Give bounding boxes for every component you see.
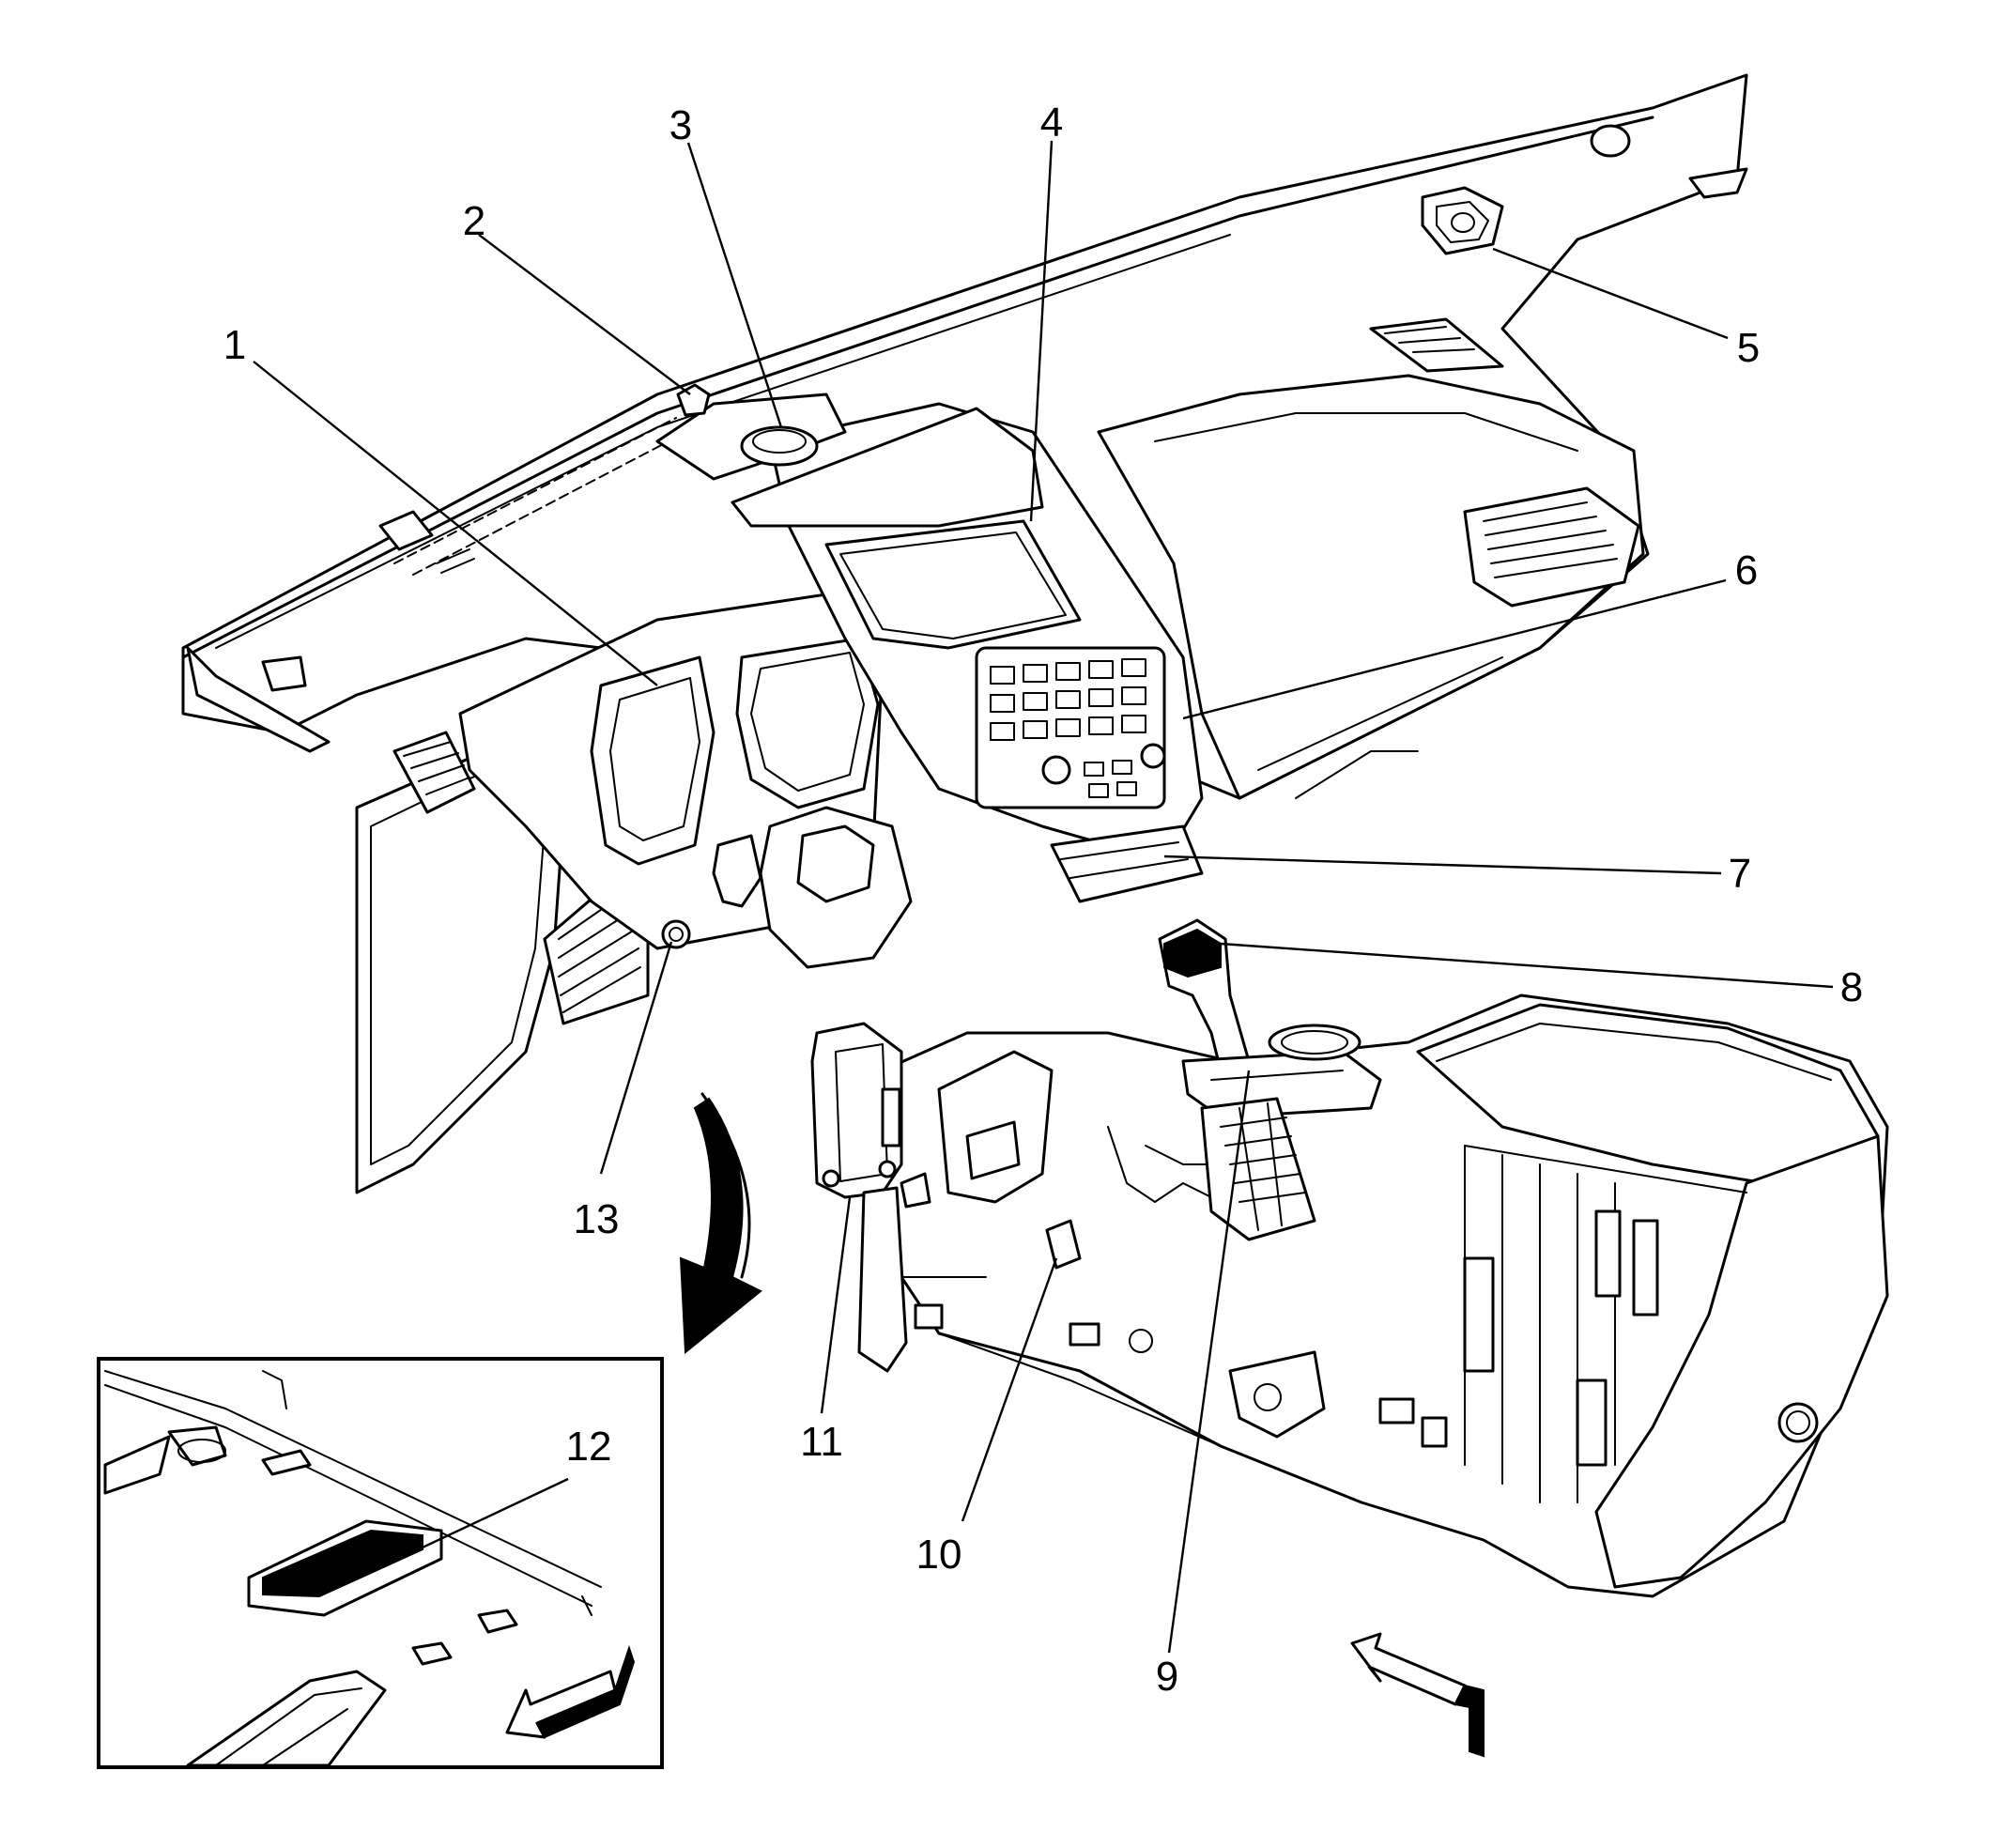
floor-console: [881, 918, 1889, 1598]
bracket: [810, 1022, 931, 1373]
callout-8: 8: [1840, 964, 1863, 1010]
leader-9: [1167, 1070, 1251, 1654]
detail-inset: [97, 1357, 664, 1769]
callouts: 1 2 3 4 5 6 7 8 9 10 11 12 13: [223, 100, 1863, 1700]
callout-13: 13: [574, 1196, 620, 1242]
callout-7: 7: [1729, 851, 1751, 897]
callout-5: 5: [1737, 325, 1760, 371]
callout-9: 9: [1156, 1654, 1178, 1700]
leader-2: [478, 234, 691, 395]
leader-7: [1163, 855, 1722, 875]
leader-12: [408, 1477, 569, 1556]
callout-6: 6: [1735, 547, 1758, 593]
leader-5: [1492, 247, 1729, 340]
callout-2: 2: [463, 198, 485, 244]
view-direction-arrow-icon: [505, 1644, 636, 1739]
radio-buttons: [975, 646, 1166, 809]
leader-lines: [253, 140, 1834, 1654]
leader-8: [1220, 942, 1834, 989]
leader-13: [599, 941, 673, 1175]
callout-3: 3: [669, 102, 692, 148]
view-direction-arrow-icon: [1350, 1632, 1485, 1758]
leader-11: [820, 1196, 852, 1414]
leader-4: [1029, 140, 1054, 522]
callout-11: 11: [800, 1419, 843, 1465]
callout-4: 4: [1040, 100, 1063, 146]
leader-1: [253, 361, 658, 686]
callout-10: 10: [916, 1532, 962, 1578]
leader-10: [961, 1257, 1058, 1522]
curved-arrow-icon: [679, 1092, 762, 1355]
callout-1: 1: [223, 322, 246, 368]
leader-3: [686, 142, 783, 428]
callout-12: 12: [566, 1424, 612, 1470]
leader-6: [1182, 578, 1727, 720]
